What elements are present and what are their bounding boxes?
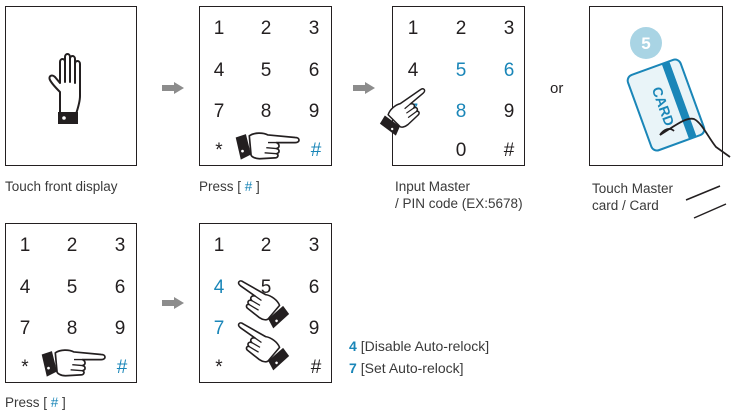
step4-caption-line2: card / Card: [592, 198, 659, 213]
key-star[interactable]: *: [21, 357, 29, 378]
key-6[interactable]: 6: [114, 277, 126, 298]
step1-caption: Touch front display: [5, 179, 118, 194]
step3-caption-line2: / PIN code (EX:5678): [395, 196, 523, 211]
step2-keypad: 1 2 3 4 5 6 7 8 9 * #: [199, 6, 332, 166]
key-hash[interactable]: #: [310, 140, 322, 161]
pointing-hand-icon: [230, 129, 306, 163]
key-9[interactable]: 9: [114, 318, 126, 339]
key-6[interactable]: 6: [503, 60, 515, 81]
key-1[interactable]: 1: [213, 235, 225, 256]
step4-card-panel: 5 CARD: [589, 6, 731, 166]
key-2[interactable]: 2: [260, 235, 272, 256]
key-5[interactable]: 5: [260, 277, 272, 298]
pointing-hand-icon: [372, 78, 442, 143]
arrow-right-icon: [162, 297, 184, 309]
step2-caption: Press [ # ]: [199, 179, 260, 194]
step5-caption: Press [ # ]: [5, 395, 66, 410]
or-label: or: [550, 80, 564, 97]
key-9[interactable]: 9: [308, 318, 320, 339]
step1-touch-panel: [5, 6, 137, 166]
key-0[interactable]: 0: [455, 140, 467, 161]
arrow-right-icon: [162, 82, 184, 94]
key-8[interactable]: 8: [260, 101, 272, 122]
key-hash[interactable]: #: [116, 357, 128, 378]
key-2[interactable]: 2: [260, 18, 272, 39]
card-number: 5: [641, 34, 650, 53]
key-4[interactable]: 4: [213, 60, 225, 81]
key-star[interactable]: *: [215, 140, 223, 161]
step4-caption: Touch Master card / Card: [592, 180, 673, 214]
key-6[interactable]: 6: [308, 60, 320, 81]
key-2[interactable]: 2: [455, 18, 467, 39]
master-card-illustration: 5 CARD: [626, 27, 731, 158]
key-3[interactable]: 3: [308, 18, 320, 39]
key-9[interactable]: 9: [308, 101, 320, 122]
key-3[interactable]: 3: [308, 235, 320, 256]
step4-caption-line1: Touch Master: [592, 181, 674, 196]
key-2[interactable]: 2: [66, 235, 78, 256]
option-set-auto-relock: 7[Set Auto-relock]: [349, 360, 464, 376]
key-5[interactable]: 5: [455, 60, 467, 81]
key-5[interactable]: 5: [260, 60, 272, 81]
key-3[interactable]: 3: [114, 235, 126, 256]
key-8[interactable]: 8: [66, 318, 78, 339]
key-7[interactable]: 7: [19, 318, 31, 339]
step3-caption-line1: Input Master: [395, 179, 471, 194]
key-hash[interactable]: #: [503, 140, 515, 161]
key-1[interactable]: 1: [19, 235, 31, 256]
key-4[interactable]: 4: [213, 277, 225, 298]
step3-caption: Input Master / PIN code (EX:5678): [395, 178, 523, 212]
pointing-hand-icon: [36, 346, 112, 380]
key-1[interactable]: 1: [407, 18, 419, 39]
option-disable-auto-relock: 4[Disable Auto-relock]: [349, 338, 490, 354]
key-4[interactable]: 4: [407, 60, 419, 81]
palm-hand-icon: [48, 53, 81, 124]
key-9[interactable]: 9: [503, 101, 515, 122]
arrow-right-icon: [353, 82, 375, 94]
options-legend: 4[Disable Auto-relock] 7[Set Auto-relock…: [349, 335, 489, 379]
key-7[interactable]: 7: [213, 101, 225, 122]
key-3[interactable]: 3: [503, 18, 515, 39]
key-4[interactable]: 4: [19, 277, 31, 298]
key-5[interactable]: 5: [66, 277, 78, 298]
cuff-lines: [685, 185, 727, 219]
key-star[interactable]: *: [215, 357, 223, 378]
step3-keypad: 1 2 3 4 5 6 7 8 9 0 #: [392, 6, 525, 166]
step5-keypad: 1 2 3 4 5 6 7 8 9 * #: [5, 223, 137, 383]
key-6[interactable]: 6: [308, 277, 320, 298]
step6-keypad: 1 2 3 4 5 6 7 9 * #: [199, 223, 332, 383]
key-hash[interactable]: #: [310, 357, 322, 378]
key-8[interactable]: 8: [455, 101, 467, 122]
key-7[interactable]: 7: [213, 318, 225, 339]
key-1[interactable]: 1: [213, 18, 225, 39]
